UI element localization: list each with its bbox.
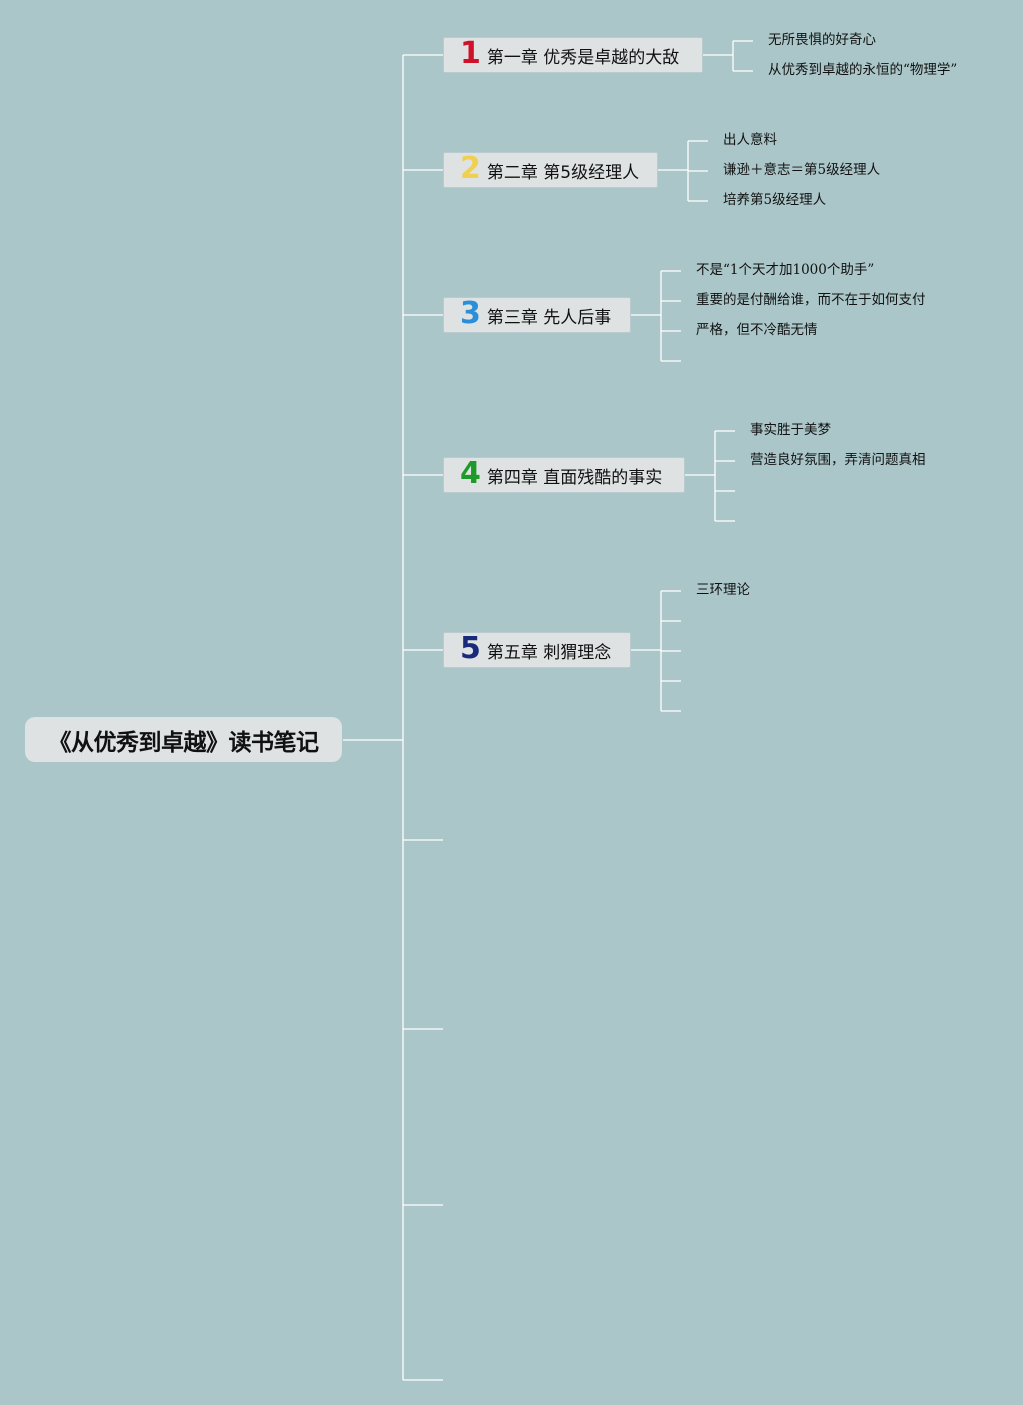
chapter-label: 第五章 刺猬理念: [486, 642, 612, 663]
note-item[interactable]: 事实胜于美梦: [750, 422, 831, 438]
chapter-number-badge: 2: [460, 151, 481, 186]
note-item[interactable]: 不是“1个天才加1000个助手”: [696, 262, 875, 278]
chapter-number-badge: 5: [460, 631, 481, 666]
chapter-label: 第二章 第5级经理人: [486, 162, 640, 183]
note-item[interactable]: 培养第5级经理人: [723, 192, 827, 208]
note-item[interactable]: 三环理论: [696, 582, 750, 598]
chapter-label: 第三章 先人后事: [486, 307, 612, 328]
chapter-label: 第四章 直面残酷的事实: [486, 467, 663, 488]
note-item[interactable]: 重要的是付酬给谁，而不在于如何支付: [696, 292, 926, 308]
chapter-label: 第一章 优秀是卓越的大敌: [486, 47, 680, 68]
chapter-number-badge: 1: [460, 36, 481, 71]
chapter-number-badge: 3: [460, 296, 481, 331]
note-item[interactable]: 营造良好氛围，弄清问题真相: [750, 452, 926, 468]
root-topic-label: 《从优秀到卓越》读书笔记: [48, 729, 320, 756]
note-item[interactable]: 无所畏惧的好奇心: [768, 32, 876, 48]
note-item[interactable]: 出人意料: [723, 132, 777, 148]
note-item[interactable]: 谦逊＋意志＝第5级经理人: [723, 162, 881, 178]
note-item[interactable]: 从优秀到卓越的永恒的“物理学”: [768, 62, 958, 78]
chapter-number-badge: 4: [460, 456, 481, 491]
note-item[interactable]: 严格，但不冷酷无情: [696, 322, 818, 338]
root-topic[interactable]: 《从优秀到卓越》读书笔记: [25, 717, 342, 762]
